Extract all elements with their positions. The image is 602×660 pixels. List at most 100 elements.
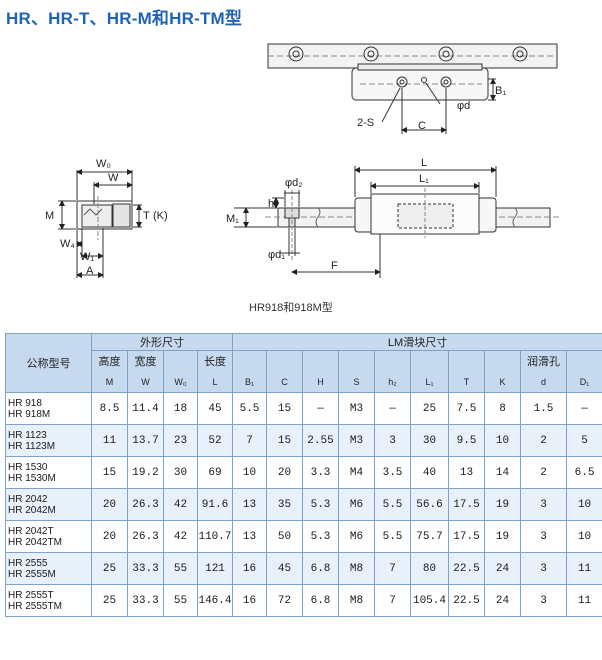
column-header-symbol: W₀ [174,377,187,387]
column-header-symbol: H [317,377,324,387]
table-cell: 11 [91,424,128,457]
table-cell: 11 [565,552,602,585]
column-header-symbol: B₁ [244,377,255,387]
table-cell: 5 [565,424,602,457]
column-header-symbol: d [540,377,546,387]
table-cell: — [302,392,339,425]
label-l: L [421,157,427,169]
label-b1: B₁ [495,85,506,97]
table-cell: 45 [197,392,233,425]
column-header-label [233,355,266,377]
table-cell: 13 [232,488,267,521]
table-cell: 9.5 [448,424,485,457]
table-cell: 7 [232,424,267,457]
column-header-symbol: T [463,377,470,387]
table-cell: 69 [197,456,233,489]
model-header: 公称型号 [5,333,92,393]
table-cell: 5.3 [302,520,339,553]
top-view-drawing [267,43,558,134]
table-cell: 30 [410,424,449,457]
model-name: HR 2042TM [8,536,62,548]
label-c: C [418,120,426,132]
column-header-label [303,355,338,377]
column-header-symbol: K [499,377,506,387]
table-cell: 18 [163,392,198,425]
model-name: HR 1530M [8,472,56,484]
table-cell: M3 [338,392,375,425]
label-t: T [143,210,150,222]
table-cell: 55 [163,552,198,585]
label-h: h [268,198,274,210]
table-cell: 22.5 [448,552,485,585]
table-cell: 26.3 [127,488,164,521]
column-header-symbol: h₂ [388,377,397,387]
group-outer-header: 外形尺寸 [91,333,233,351]
table-cell: 15 [266,424,303,457]
model-name: HR 918M [8,408,51,420]
rail-holes [288,46,528,62]
side-view-drawing [234,166,560,278]
label-w4: W₄ [60,238,75,250]
table-cell: 52 [197,424,233,457]
technical-drawings: B₁ 2-S C φd W₀ W M T [45,43,560,278]
table-cell: 16 [232,552,267,585]
table-cell: 30 [163,456,198,489]
table-cell: 10 [484,424,521,457]
label-f: F [331,260,338,272]
label-2s: 2-S [357,117,374,129]
table-cell: 17.5 [448,520,485,553]
table-cell: 5.5 [374,520,411,553]
table-cell: 121 [197,552,233,585]
column-header: H [302,350,339,393]
table-cell: 5.5 [374,488,411,521]
table-cell: 13 [232,520,267,553]
table-cell: 3.5 [374,456,411,489]
table-cell: 19 [484,488,521,521]
table-cell: 6.8 [302,552,339,585]
column-header: D₁ [565,350,602,393]
table-cell: 24 [484,552,521,585]
label-w0: W₀ [96,158,111,170]
label-w: W [108,172,119,184]
label-k: (K) [153,210,168,222]
table-cell: 24 [484,584,521,617]
table-cell: 23 [163,424,198,457]
table-cell: 8 [484,392,521,425]
table-cell: 6.5 [565,456,602,489]
table-cell: 20 [91,520,128,553]
column-header: C [266,350,303,393]
table-cell: 3.3 [302,456,339,489]
end-view-drawing [58,169,142,278]
table-cell: 11 [565,584,602,617]
table-cell: 15 [266,392,303,425]
table-cell: 25 [91,584,128,617]
label-w1: W₁ [80,251,94,263]
column-header-symbol: M [105,377,114,387]
table-cell: 35 [266,488,303,521]
column-header-symbol: C [281,377,288,387]
table-cell: 13 [448,456,485,489]
column-header-label [339,355,374,377]
table-cell: 19 [484,520,521,553]
table-cell: 146.4 [197,584,233,617]
table-cell: 33.3 [127,552,164,585]
table-cell: 1.5 [520,392,567,425]
column-header-label [267,355,302,377]
table-cell: 3 [520,520,567,553]
table-cell: 7.5 [448,392,485,425]
column-header-label: 长度 [204,356,226,368]
model-name: HR 1123 [8,429,47,441]
column-header-symbol: D₁ [579,377,590,387]
table-cell: 3 [374,424,411,457]
model-name: HR 2555M [8,568,56,580]
